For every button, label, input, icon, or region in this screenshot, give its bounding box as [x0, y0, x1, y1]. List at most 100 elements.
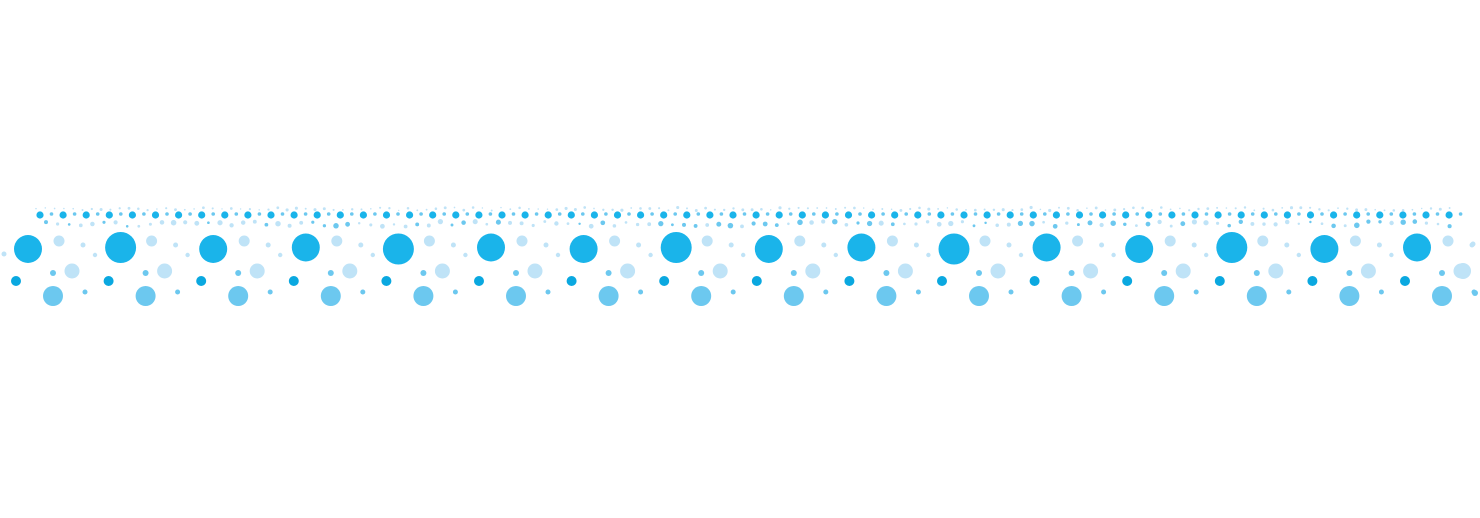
light-bubble [146, 235, 158, 247]
small-bubble [244, 211, 252, 219]
small-bubble [1320, 212, 1324, 216]
tiny-bubble [728, 242, 734, 248]
small-bubble [960, 211, 968, 219]
large-bubble [938, 233, 970, 265]
small-bubble [1253, 270, 1260, 276]
small-bubble [1188, 209, 1191, 212]
small-bubble [1076, 209, 1079, 212]
small-bubble [235, 270, 242, 276]
small-bubble [1250, 212, 1255, 216]
small-bubble [1447, 224, 1452, 229]
small-bubble [593, 207, 595, 210]
large-bubble [1403, 233, 1431, 262]
small-bubble [1274, 212, 1278, 216]
small-bubble [165, 207, 168, 210]
small-bubble [311, 220, 315, 224]
tiny-bubble [1099, 242, 1105, 248]
small-bubble [821, 219, 826, 224]
tiny-bubble [1101, 289, 1107, 295]
small-bubble [105, 211, 113, 219]
small-bubble [170, 219, 177, 226]
small-bubble [475, 211, 483, 219]
small-bubble [1122, 211, 1130, 219]
large-bubble [477, 233, 505, 262]
small-bubble [1099, 222, 1104, 228]
small-bubble [769, 209, 772, 211]
small-bubble [1066, 212, 1070, 216]
small-bubble [148, 222, 152, 226]
small-bubble [1389, 212, 1394, 216]
small-bubble [1297, 222, 1301, 226]
tiny-bubble [821, 242, 827, 248]
small-bubble [142, 212, 146, 216]
small-bubble [1283, 211, 1291, 219]
small-bubble [221, 208, 223, 210]
light-bubble [423, 235, 435, 247]
small-bubble [511, 212, 516, 216]
medium-bubble [43, 286, 63, 306]
small-bubble [82, 211, 90, 219]
small-bubble [406, 206, 410, 210]
small-bubble [741, 208, 745, 212]
small-bubble [397, 209, 400, 212]
small-bubble [128, 211, 136, 219]
small-bubble [1309, 206, 1312, 209]
small-bubble [531, 223, 535, 228]
small-bubble [788, 212, 793, 216]
small-bubble [1389, 220, 1394, 226]
small-bubble [914, 222, 918, 226]
small-bubble [881, 208, 884, 210]
tiny-bubble [545, 289, 551, 295]
tiny-bubble [648, 252, 653, 258]
small-bubble [1161, 270, 1168, 276]
small-bubble [890, 222, 895, 227]
small-bubble [750, 208, 754, 212]
small-bubble [983, 208, 986, 211]
small-bubble [1243, 206, 1247, 209]
small-bubble [1343, 224, 1347, 228]
small-bubble [211, 207, 214, 210]
small-bubble [53, 207, 56, 210]
small-bubble [1284, 219, 1290, 225]
small-bubble [972, 224, 976, 228]
small-bubble [1122, 207, 1126, 211]
light-bubble [1349, 235, 1361, 247]
small-bubble [474, 276, 484, 286]
small-bubble [658, 207, 661, 210]
small-bubble [416, 209, 419, 212]
large-bubble [199, 235, 228, 263]
large-bubble [382, 233, 414, 265]
small-bubble [299, 220, 304, 225]
small-bubble [35, 207, 37, 210]
tiny-bubble [370, 252, 375, 258]
small-bubble [1068, 270, 1075, 276]
small-bubble [1306, 211, 1315, 219]
small-bubble [137, 224, 141, 228]
small-bubble [729, 211, 737, 219]
small-bubble [973, 208, 977, 212]
small-bubble [676, 205, 680, 210]
small-bubble [183, 220, 188, 225]
small-bubble [1400, 276, 1410, 286]
small-bubble-row [35, 205, 1463, 229]
small-bubble [1354, 222, 1360, 229]
small-bubble [193, 208, 195, 210]
tiny-bubble [1008, 289, 1014, 295]
small-bubble [1058, 206, 1060, 209]
small-bubble [937, 276, 947, 286]
tiny-bubble [82, 289, 88, 295]
light-bubble [794, 235, 806, 247]
large-bubble [14, 235, 42, 263]
small-bubble [44, 207, 47, 209]
tiny-bubble [1378, 289, 1384, 295]
small-bubble [872, 208, 874, 211]
small-bubble [239, 208, 242, 210]
small-bubble [248, 208, 251, 211]
small-bubble [1206, 207, 1210, 210]
small-bubble [881, 212, 885, 216]
small-bubble [825, 207, 828, 209]
small-bubble [856, 221, 860, 225]
medium-bubble [598, 286, 619, 306]
small-bubble [313, 208, 317, 212]
tiny-bubble [1, 251, 7, 257]
